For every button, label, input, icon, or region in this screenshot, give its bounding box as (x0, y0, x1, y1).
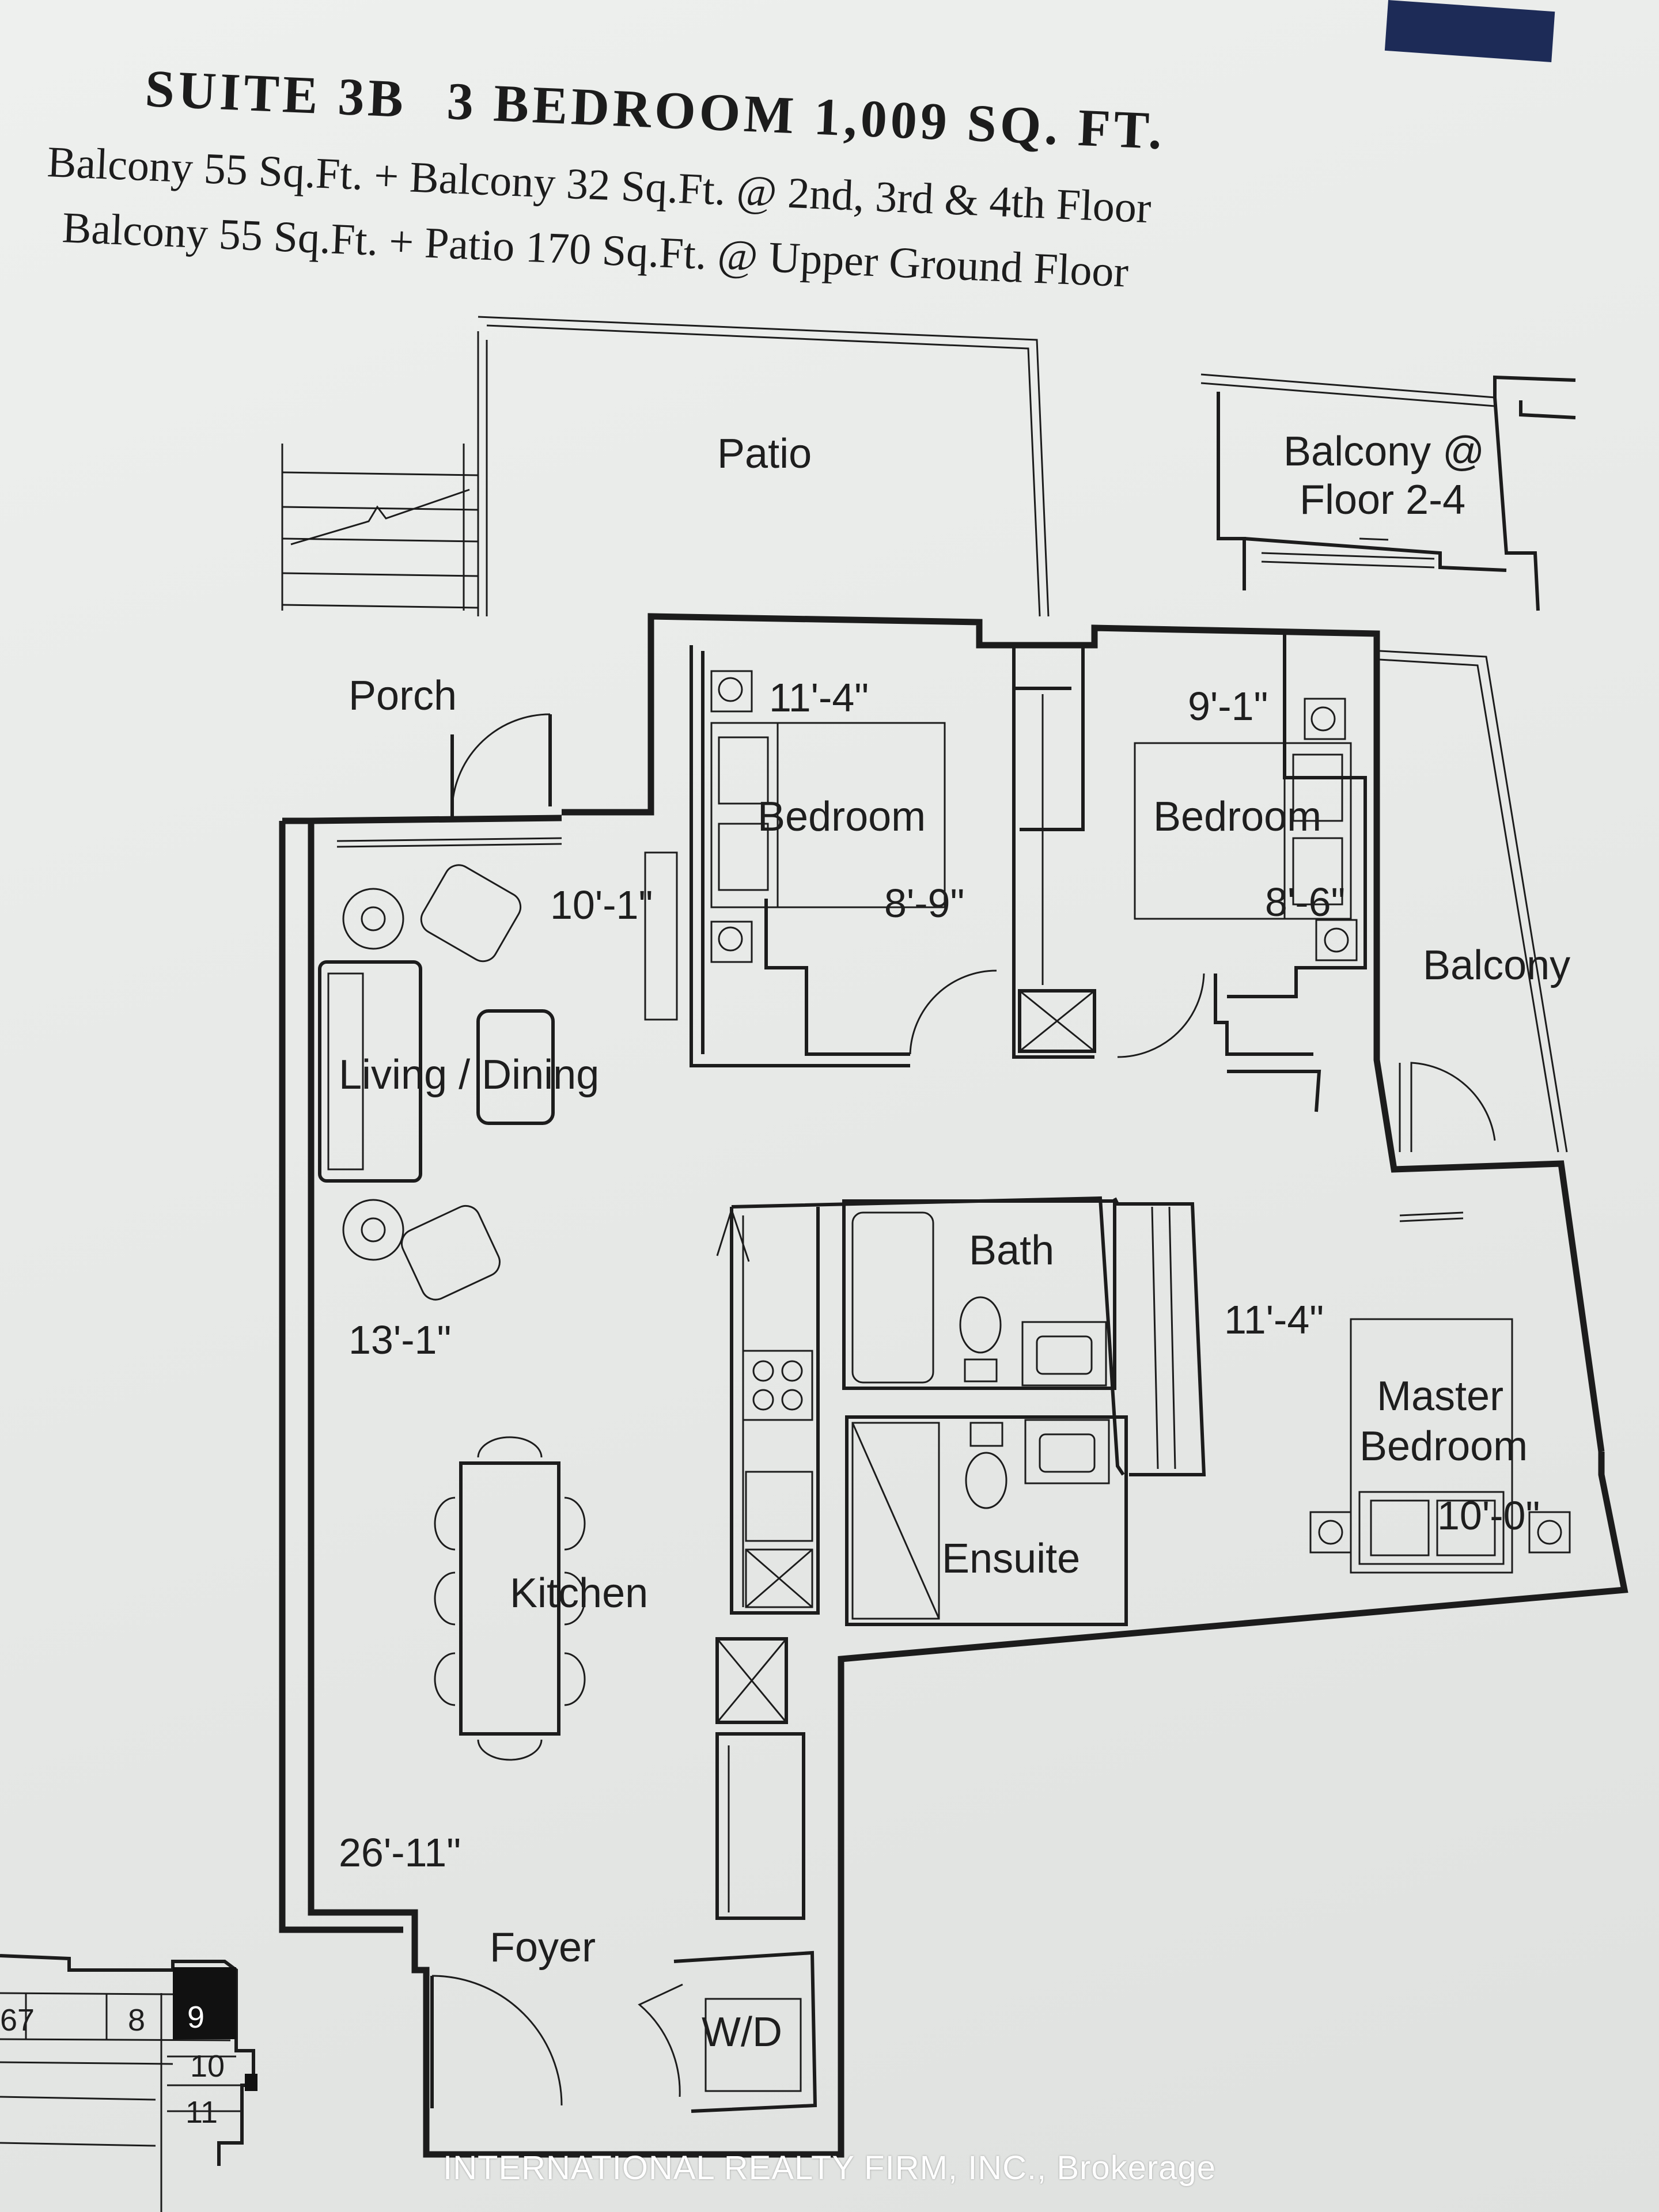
dining-table (434, 1436, 586, 1761)
room-label-balcony-upper-1: Balcony @ (1283, 429, 1484, 475)
dim-overall-length: 26'-11" (339, 1830, 461, 1875)
key-plan-label-8: 8 (128, 2003, 145, 2037)
room-label-bedroom-1: Bedroom (757, 794, 926, 840)
room-label-balcony-upper-2: Floor 2-4 (1300, 477, 1465, 523)
patio-area (281, 316, 1050, 617)
dim-bedroom-2-width: 9'-1" (1188, 684, 1268, 729)
key-plan-label-11: 11 (185, 2095, 218, 2130)
room-label-bath: Bath (969, 1228, 1054, 1274)
kitchen-counter (715, 1207, 820, 1920)
key-plan: 67 8 9 10 11 (0, 1954, 257, 2212)
key-plan-label-67: 67 (0, 2003, 35, 2037)
dim-bedroom-1-depth: 8'-9" (884, 881, 964, 926)
porch-door (451, 713, 552, 807)
key-plan-unit-9 (173, 1967, 236, 2039)
washer-dryer-closet (638, 1950, 817, 2113)
bath-fixtures (851, 1211, 1110, 1620)
upper-balcony-area (1200, 373, 1576, 611)
room-label-patio: Patio (717, 431, 812, 477)
dim-living-depth: 13'-1" (349, 1317, 451, 1362)
room-label-master-1: Master (1377, 1373, 1503, 1419)
dim-living-width: 10'-1" (550, 882, 653, 927)
room-label-kitchen: Kitchen (510, 1570, 648, 1616)
key-plan-label-10: 10 (190, 2049, 225, 2084)
bedroom-1-bed (710, 670, 946, 963)
unit-walls (279, 613, 1628, 2158)
room-label-master-2: Bedroom (1359, 1423, 1528, 1469)
dim-master-width: 10'-0" (1437, 1493, 1540, 1538)
room-label-living-dining: Living / Dining (339, 1052, 599, 1098)
bedroom-2-bed (1134, 698, 1358, 961)
room-label-porch: Porch (349, 673, 457, 719)
living-room-furniture (318, 851, 678, 1301)
linen-closet (1018, 989, 1096, 1053)
room-label-foyer: Foyer (490, 1925, 596, 1971)
room-label-ensuite: Ensuite (942, 1536, 1080, 1582)
room-label-wd: W/D (702, 2009, 782, 2055)
master-bed (1309, 1211, 1571, 1574)
entry-door (430, 1975, 563, 2108)
dim-master-depth: 11'-4" (1224, 1297, 1324, 1342)
room-label-balcony: Balcony (1423, 942, 1570, 988)
right-balcony-area (1379, 650, 1568, 1153)
dim-bedroom-2-depth: 8'-6" (1265, 880, 1345, 925)
room-label-bedroom-2: Bedroom (1153, 794, 1321, 840)
patio-stairs (281, 444, 479, 611)
dim-bedroom-1-width: 11'-4" (769, 675, 869, 720)
brokerage-watermark: INTERNATIONAL REALTY FIRM, INC., Brokera… (443, 2149, 1216, 2187)
key-plan-label-9: 9 (187, 2000, 204, 2035)
